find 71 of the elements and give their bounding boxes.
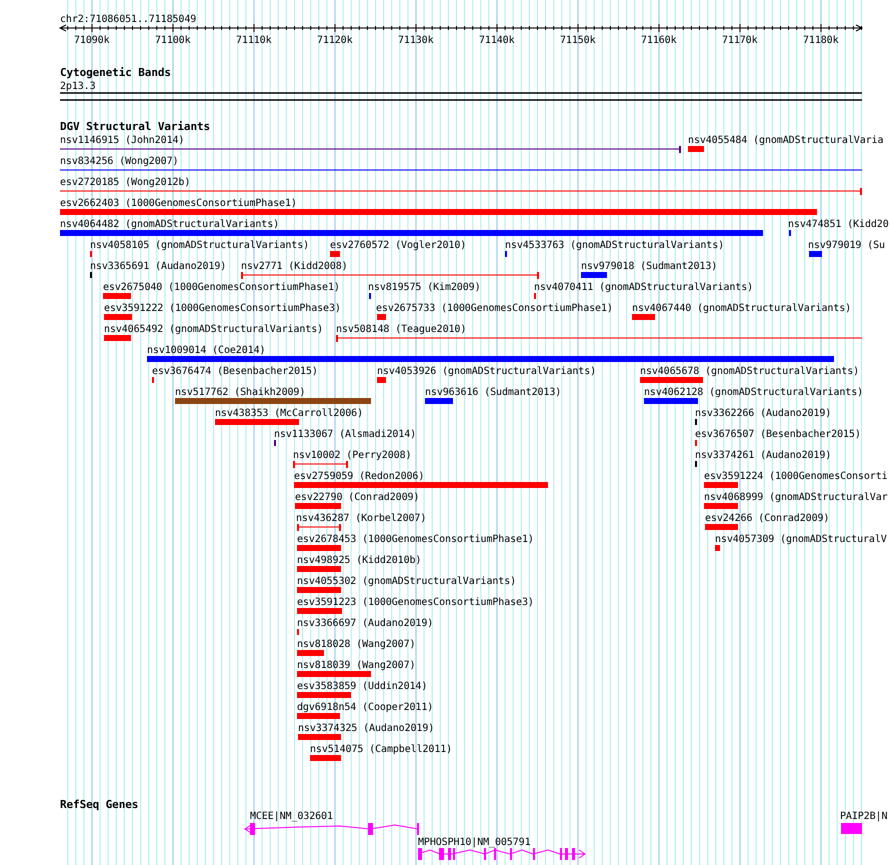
axis-tick-label: 71130k — [398, 35, 434, 47]
variant-label: esv2678453 (1000GenomesConsortiumPhase1) — [297, 534, 534, 546]
variant-label: nsv1009014 (Coe2014) — [147, 345, 266, 357]
variant-label: nsv3366697 (Audano2019) — [297, 618, 434, 630]
variant-label: nsv3362266 (Audano2019) — [695, 408, 832, 420]
axis-tick-label: 71110k — [236, 35, 272, 47]
variant-label: esv2760572 (Vogler2010) — [330, 240, 466, 252]
axis-tick-label: 71090k — [74, 35, 110, 47]
variant-label: esv3583859 (Uddin2014) — [297, 681, 428, 693]
gene-label: PAIP2B|N — [840, 811, 888, 823]
variant-label: esv2662403 (1000GenomesConsortiumPhase1) — [60, 198, 297, 210]
axis-tick-label: 71120k — [316, 35, 353, 47]
variant-label: nsv3374261 (Audano2019) — [695, 450, 832, 462]
variant-label: esv3591223 (1000GenomesConsortiumPhase3) — [297, 597, 534, 609]
variant-label: nsv474851 (Kidd20 — [788, 219, 889, 231]
variant-label: esv3591222 (1000GenomesConsortiumPhase3) — [104, 303, 341, 315]
variant-label: nsv4058105 (gnomADStructuralVariants) — [90, 240, 310, 252]
axis-tick-label: 71140k — [478, 35, 515, 47]
axis-tick-label: 71180k — [802, 35, 839, 47]
variant-label: nsv819575 (Kim2009) — [368, 282, 480, 294]
variant-label: nsv2771 (Kidd2008) — [241, 261, 348, 273]
variant-label: dgv6918n54 (Cooper2011) — [297, 702, 434, 714]
variant-label: nsv517762 (Shaikh2009) — [175, 387, 306, 399]
variant-label: nsv4053926 (gnomADStructuralVariants) — [377, 366, 596, 378]
axis-tick-label: 71160k — [640, 35, 677, 47]
gene-label: MPHOSPH10|NM_005791 — [418, 837, 530, 849]
axis-tick-label: 71150k — [560, 35, 596, 47]
variant-label: nsv4065678 (gnomADStructuralVariants) — [640, 366, 860, 378]
variant-label: esv24266 (Conrad2009) — [705, 513, 830, 525]
band-label: 2p13.3 — [60, 81, 96, 93]
variant-label: nsv498925 (Kidd2010b) — [297, 555, 422, 567]
variant-label: nsv438353 (McCarroll2006) — [215, 408, 364, 420]
variant-label: esv2720185 (Wong2012b) — [60, 177, 190, 189]
track-title: RefSeq Genes — [60, 799, 138, 811]
variant-label: nsv4062128 (gnomADStructuralVariants) — [644, 387, 864, 399]
track-title: DGV Structural Variants — [60, 121, 210, 133]
variant-label: nsv4067440 (gnomADStructuralVariants) — [632, 303, 852, 315]
variant-label: nsv979018 (Sudmant2013) — [581, 261, 718, 273]
gene-label: MCEE|NM_032601 — [250, 811, 333, 823]
variant-label: nsv4055484 (gnomADStructuralVaria — [688, 135, 884, 147]
variant-label: nsv963616 (Sudmant2013) — [425, 387, 562, 399]
variant-label: nsv3365691 (Audano2019) — [90, 261, 226, 273]
axis-tick-label: 71170k — [722, 35, 758, 47]
region-label: chr2:71086051..71185049 — [60, 14, 196, 26]
variant-label: nsv4065492 (gnomADStructuralVariants) — [104, 324, 324, 336]
variant-label: nsv834256 (Wong2007) — [60, 156, 178, 168]
variant-label: esv22790 (Conrad2009) — [295, 492, 420, 504]
variant-label: nsv508148 (Teague2010) — [336, 324, 466, 336]
variant-label: nsv1133067 (Alsmadi2014) — [274, 429, 416, 441]
variant-label: nsv3374325 (Audano2019) — [298, 723, 434, 735]
variant-label: nsv4064482 (gnomADStructuralVariants) — [60, 219, 280, 231]
variant-label: esv2675733 (1000GenomesConsortiumPhase1) — [376, 303, 613, 315]
variant-label: esv3591224 (1000GenomesConsorti — [704, 471, 888, 483]
variant-label: nsv1146915 (John2014) — [60, 135, 184, 147]
variant-label: nsv4068999 (gnomADStructuralVar — [704, 492, 888, 504]
variant-label: esv2759059 (Redon2006) — [294, 471, 424, 483]
variant-label: esv3676507 (Besenbacher2015) — [695, 429, 861, 441]
variant-label: nsv818028 (Wang2007) — [297, 639, 416, 651]
variant-label: esv2675040 (1000GenomesConsortiumPhase1) — [103, 282, 340, 294]
variant-label: nsv10002 (Perry2008) — [293, 450, 412, 462]
variant-label: esv3676474 (Besenbacher2015) — [152, 366, 318, 378]
axis-tick-label: 71100k — [154, 35, 191, 47]
track-title: Cytogenetic Bands — [60, 67, 171, 79]
variant-label: nsv818039 (Wang2007) — [297, 660, 416, 672]
variant-label: nsv4057309 (gnomADStructuralV — [715, 534, 887, 546]
variant-label: nsv979019 (Su — [808, 240, 885, 252]
variant-label: nsv4533763 (gnomADStructuralVariants) — [505, 240, 724, 252]
variant-label: nsv4070411 (gnomADStructuralVariants) — [534, 282, 754, 294]
variant-label: nsv4055302 (gnomADStructuralVariants) — [297, 576, 516, 588]
variant-label: nsv436287 (Korbel2007) — [296, 513, 426, 525]
variant-label: nsv514075 (Campbell2011) — [310, 744, 452, 756]
